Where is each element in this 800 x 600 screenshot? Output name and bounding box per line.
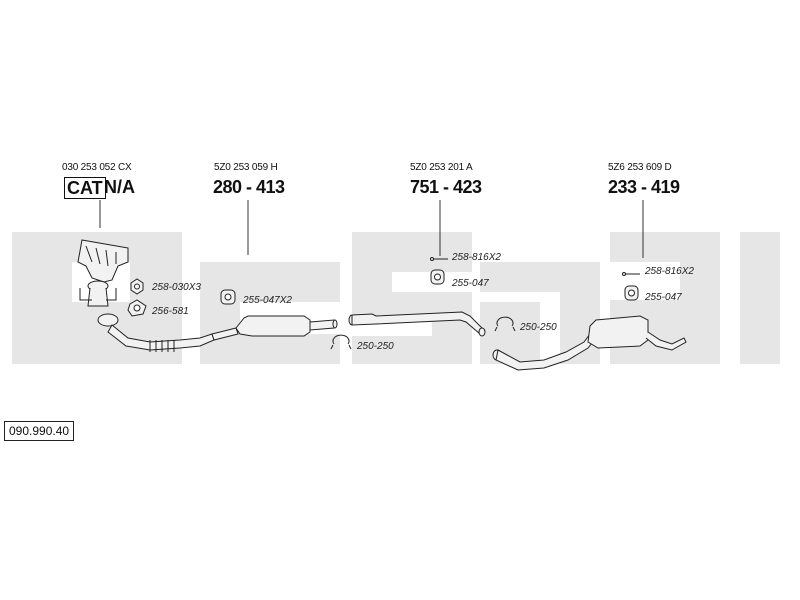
part-label-rubber-mount: 255-047: [452, 278, 489, 289]
cat-part-number: N/A: [104, 177, 135, 197]
part-number-intermediate-pipe: 751 - 423: [410, 177, 482, 197]
part-label-rubber-mount: 255-047: [645, 292, 682, 303]
front-pipe: [97, 313, 239, 352]
middle-silencer: [235, 315, 338, 337]
part-label-bolt: 258-816X2: [452, 252, 501, 263]
catalytic-converter: [77, 239, 129, 307]
oem-number-middle-silencer: 5Z0 253 059 H: [214, 162, 278, 173]
rear-silencer: [492, 315, 687, 371]
oem-number-rear-silencer: 5Z6 253 609 D: [608, 162, 672, 173]
part-number-middle-silencer: 280 - 413: [213, 177, 285, 197]
part-number-rear-silencer: 233 - 419: [608, 177, 680, 197]
part-label-clamp: 250-250: [520, 322, 557, 333]
oem-number-catalyst: 030 253 052 CX: [62, 162, 132, 173]
oem-number-intermediate-pipe: 5Z0 253 201 A: [410, 162, 473, 173]
cat-label: CAT: [64, 177, 106, 199]
intermediate-pipe: [348, 311, 486, 337]
part-label-gasket: 256-581: [152, 306, 189, 317]
hardware-parts: [127, 257, 640, 350]
part-label-clamp: 250-250: [357, 341, 394, 352]
diagram-reference-number: 090.990.40: [4, 421, 75, 441]
part-label-nut: 258-030X3: [152, 282, 201, 293]
leader-lines: [99, 200, 644, 258]
part-label-bolt: 258-816X2: [645, 266, 694, 277]
part-label-rubber-mount: 255-047X2: [243, 295, 292, 306]
